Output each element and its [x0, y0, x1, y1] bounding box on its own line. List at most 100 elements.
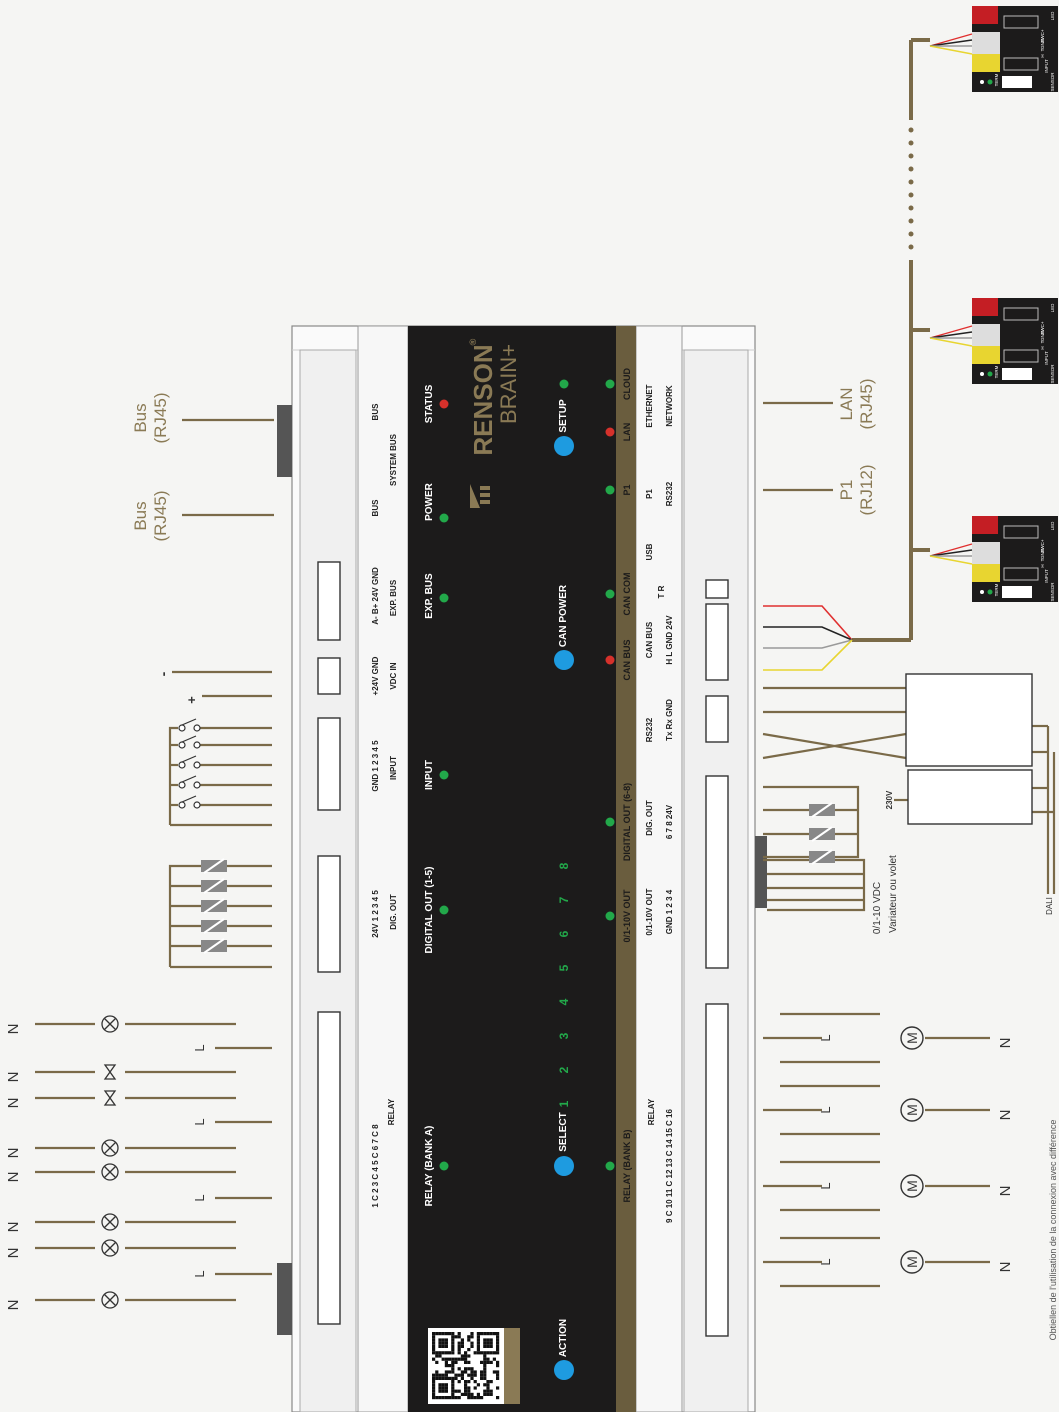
sensor-module-label: GND: [1040, 548, 1045, 559]
line-label: L: [192, 1270, 207, 1277]
right-terminals: [705, 579, 729, 1337]
line-label: L: [818, 1182, 833, 1189]
select-number: 8: [557, 862, 571, 869]
front-panel: [408, 326, 636, 1412]
sensor-module-label: T: [1040, 340, 1045, 343]
label-left_terminal_headers-system_bus: SYSTEM BUS: [389, 433, 398, 486]
motor-symbol-label: M: [904, 1032, 920, 1044]
bottom-strip: [616, 326, 636, 1412]
sensor-wires: [929, 33, 973, 55]
neutral-label: N: [997, 1038, 1014, 1049]
action-button[interactable]: [554, 1360, 574, 1380]
can-power-button[interactable]: [554, 650, 574, 670]
line-label: L: [818, 1258, 833, 1265]
line-label: L: [818, 1034, 833, 1041]
sensor-module-label: AWC+: [1040, 321, 1045, 334]
motor-symbol-label: M: [904, 1104, 920, 1116]
label-right_terminal_headers-rs232_pins: Tx Rx GND: [665, 699, 674, 741]
select-number: 2: [557, 1066, 571, 1073]
label-left_terminal_headers-vdc_pins: +24V GND: [371, 656, 380, 695]
label-right_terminal_headers-dig_out_pins: 6 7 8 24V: [665, 804, 674, 839]
label-external_labels-p1: P1: [837, 480, 856, 501]
label-panel_labels-exp_bus: EXP. BUS: [424, 573, 435, 619]
label-right_terminal_headers-network: NETWORK: [665, 385, 674, 427]
label-panel_labels-digital_out: DIGITAL OUT (1-5): [424, 867, 435, 954]
label-right_terminal_headers-relay: RELAY: [647, 1098, 656, 1125]
label-panel_labels-can_power: CAN POWER: [558, 584, 569, 647]
sensor-module-label: H: [1040, 346, 1045, 349]
neutral-label: N: [997, 1110, 1014, 1121]
bottom-strip-label: 0/1-10V OUT: [622, 889, 632, 943]
label-external_labels-footnote: Obtiellen de l'utilisation de la connexi…: [1048, 1120, 1058, 1341]
neutral-label: N: [5, 1172, 22, 1183]
input-switches: [178, 718, 201, 809]
line-label: L: [818, 1106, 833, 1113]
select-number: 7: [557, 896, 571, 903]
sensor-module-label: T: [1040, 558, 1045, 561]
sensor-module-label: LED: [1050, 303, 1055, 313]
label-panel_labels-relay_a: RELAY (BANK A): [424, 1126, 435, 1207]
label-right_terminal_headers-analog_out: 0/1-10V OUT: [645, 888, 654, 935]
neutral-label: N: [997, 1262, 1014, 1273]
brain-module: [277, 325, 767, 1412]
label-external_labels-vdc_desc: Variateur ou volet: [888, 855, 899, 933]
motor-symbol-label: M: [904, 1256, 920, 1268]
select-number: 6: [557, 930, 571, 937]
line-label: L: [192, 1044, 207, 1051]
panel-leds: [439, 379, 615, 1171]
label-right_terminal_headers-can_bus: CAN BUS: [645, 621, 654, 658]
label-panel_labels-power: POWER: [424, 482, 435, 521]
label-external_labels-bus_b_sub: (RJ45): [151, 490, 170, 541]
trunk-dots: [908, 127, 914, 250]
label-external_labels-minus: -: [155, 671, 171, 676]
bottom-strip-label: LAN: [622, 423, 632, 442]
sensor-module-label: INPUT: [1044, 569, 1049, 583]
relay-loads-left: [101, 1015, 119, 1309]
bottom-strip-label: CLOUD: [622, 368, 632, 400]
sensor-module-label: LED: [1050, 11, 1055, 21]
can-bus-wires: [763, 605, 853, 671]
label-external_labels-plus: +: [184, 696, 199, 704]
lunatone-2: [907, 769, 1033, 825]
label-left_terminal_headers-relay_pins: 1 C 2 3 C 4 5 C 6 7 C 8: [371, 1124, 380, 1208]
label-external_labels-lan: LAN: [837, 387, 856, 420]
brand-registered: ®: [468, 338, 478, 345]
label-right_terminal_headers-p1: P1: [645, 489, 654, 499]
sensor-module-label: AWC+: [1040, 539, 1045, 552]
label-external_labels-dali: DALI: [1045, 897, 1054, 915]
label-external_labels-bus_a: Bus: [131, 403, 150, 432]
neutral-label: N: [5, 1300, 22, 1311]
bottom-strip-label: DIGITAL OUT (6-8): [622, 783, 632, 861]
neutral-label: N: [5, 1024, 22, 1035]
select-number: 4: [557, 998, 571, 1005]
label-right_terminal_headers-can_pins: H L GND 24V: [665, 615, 674, 665]
sensor-module-label: TERM: [994, 583, 999, 596]
label-external_labels-vdc_label: 0/1-10 VDC: [872, 882, 883, 934]
setup-button[interactable]: [554, 436, 574, 456]
neutral-label: N: [5, 1148, 22, 1159]
label-external_labels-bus_b: Bus: [131, 501, 150, 530]
neutral-label: N: [5, 1222, 22, 1233]
label-panel_labels-select: SELECT: [558, 1112, 569, 1151]
select-button[interactable]: [554, 1156, 574, 1176]
label-left_terminal_headers-dig_out: DIG. OUT: [389, 894, 398, 930]
left-terminals: [317, 561, 341, 1325]
dig-out-diodes-left: [200, 858, 228, 954]
sensor-module-label: TERM: [994, 73, 999, 86]
label-external_labels-v230: 230V: [885, 790, 894, 809]
motor-symbol-label: M: [904, 1180, 920, 1192]
label-right_terminal_headers-t_r: T R: [657, 585, 666, 598]
sensor-module: [972, 6, 1058, 92]
sensor-module-label: INPUT: [1044, 351, 1049, 365]
bottom-strip-label: CAN BUS: [622, 639, 632, 680]
label-right_terminal_headers-dig_out: DIG. OUT: [645, 800, 654, 836]
label-right_terminal_headers-rs232: RS232: [645, 717, 654, 742]
bottom-strip-label: RELAY (BANK B): [622, 1129, 632, 1202]
label-right_terminal_headers-analog_pins: GND 1 2 3 4: [665, 889, 674, 934]
sensor-module-label: SENSOR: [1050, 72, 1055, 92]
sensor-module-label: TERM: [994, 365, 999, 378]
label-left_terminal_headers-dig_out_pins: 24V 1 2 3 4 5: [371, 890, 380, 938]
label-external_labels-lan_sub: (RJ45): [857, 378, 876, 429]
sensor-module: [972, 298, 1058, 384]
